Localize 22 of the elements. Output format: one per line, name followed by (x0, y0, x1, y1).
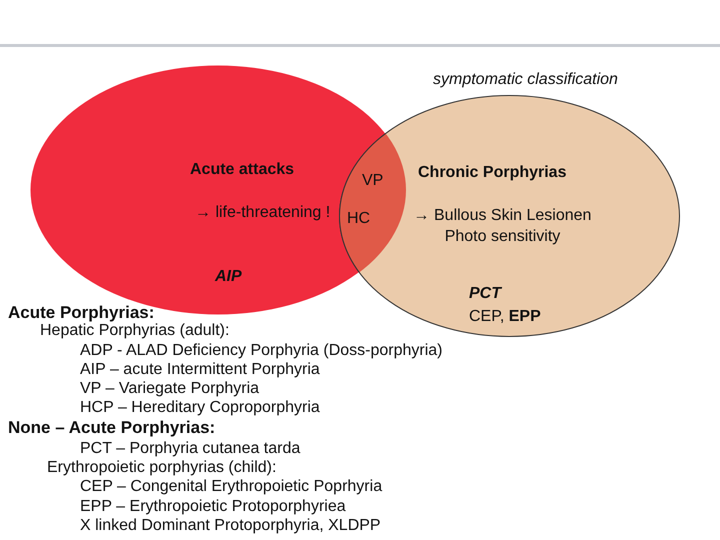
section-heading: None – Acute Porphyrias: (8, 418, 216, 438)
body-text: → life-threatening ! (195, 203, 330, 223)
list-item: AIP – acute Intermittent Porphyria (80, 360, 320, 380)
list-item: X linked Dominant Protoporphyria, XLDPP (80, 516, 381, 536)
list-subheading: Hepatic Porphyrias (adult): (40, 322, 230, 340)
list-item: CEP – Congenital Erythropoietic Poprhyria (80, 477, 382, 496)
note-text: symptomatic classification (433, 70, 618, 90)
body-text: CEP, EPP (469, 307, 541, 327)
heading-text: Chronic Porphyrias (418, 163, 566, 183)
list-item: EPP – Erythropoietic Protoporphyriea (80, 497, 346, 516)
body-text: PCT (469, 284, 501, 304)
list-item: VP – Variegate Porphyria (80, 379, 260, 398)
body-text: → Bullous Skin Lesionen Photo sensitivity (412, 206, 592, 247)
body-text: AIP (215, 267, 242, 287)
overlap-label: VP (362, 171, 384, 190)
overlap-label: HC (347, 209, 370, 228)
list-item: HCP – Hereditary Coproporphyria (80, 398, 320, 418)
list-item: PCT – Porphyria cutanea tarda (80, 439, 300, 458)
section-heading: Acute Porphyrias: (8, 303, 154, 323)
heading-text: Acute attacks (190, 160, 294, 180)
list-subheading: Erythropoietic porphyrias (child): (47, 458, 276, 478)
list-item: ADP - ALAD Deficiency Porphyria (Doss-porphyria) (80, 341, 442, 360)
